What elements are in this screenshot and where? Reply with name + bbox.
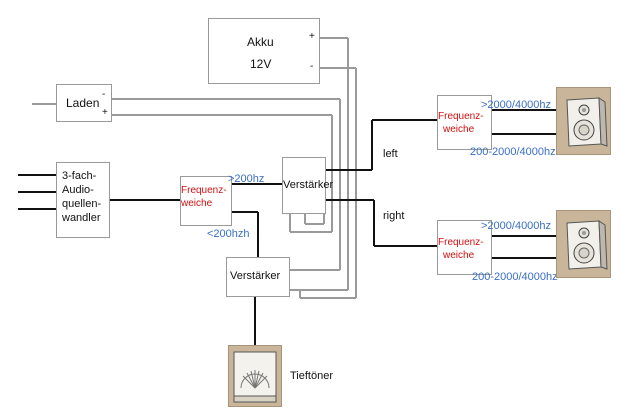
- crossover-left-label-line: Frequenz-: [438, 111, 484, 122]
- crossover-right-label-line: Frequenz-: [438, 237, 484, 248]
- charger-plus-terminal: +: [102, 107, 108, 118]
- charger-box: [56, 84, 112, 122]
- amplifier-sub-box: [226, 257, 290, 297]
- converter-label-line: 3-fach-: [62, 170, 97, 182]
- crossover-left-tweeter-label: >2000/4000hz: [481, 99, 552, 111]
- crossover-left-mid-label: 200-2000/4000hz: [470, 146, 556, 158]
- crossover-right-mid-label: 200-2000/4000hz: [472, 271, 558, 283]
- battery-plus-terminal: +: [309, 31, 315, 42]
- subwoofer-icon: [228, 345, 282, 407]
- channel-right-label: right: [383, 210, 405, 222]
- audio-source-converter-box: [56, 162, 110, 238]
- crossover-left-label-line: weiche: [443, 124, 475, 135]
- amplifier-sub-name: Verstärker: [230, 270, 281, 282]
- crossover-right-tweeter-label: >2000/4000hz: [481, 220, 552, 232]
- crossover-main-low-label: <200hzh: [207, 228, 250, 240]
- crossover-main-high-label: >200hz: [228, 173, 265, 185]
- amplifier-main-name: Verstärker: [283, 179, 334, 191]
- channel-left-label: left: [383, 148, 398, 160]
- charger-minus-terminal: -: [102, 89, 106, 100]
- amplifier-main-box: [282, 157, 326, 214]
- crossover-main-label-line: weiche: [181, 198, 213, 209]
- subwoofer-label: Tieftöner: [290, 370, 334, 382]
- battery-name: Akku: [247, 35, 274, 49]
- battery-voltage: 12V: [250, 57, 272, 71]
- converter-label-line: Audio-: [62, 184, 94, 196]
- crossover-main-label-line: Frequenz-: [181, 185, 227, 196]
- battery-minus-terminal: -: [310, 61, 314, 72]
- crossover-main-box: [180, 176, 232, 226]
- speaker-left-icon: [556, 87, 611, 155]
- battery-box: [208, 18, 320, 84]
- crossover-left-box: [437, 95, 492, 150]
- charger-name: Laden: [66, 96, 100, 110]
- crossover-right-label-line: weiche: [443, 250, 475, 261]
- crossover-right-box: [437, 220, 492, 275]
- converter-label-line: wandler: [62, 212, 101, 224]
- converter-label-line: quellen-: [62, 198, 102, 210]
- speaker-right-icon: [556, 210, 611, 278]
